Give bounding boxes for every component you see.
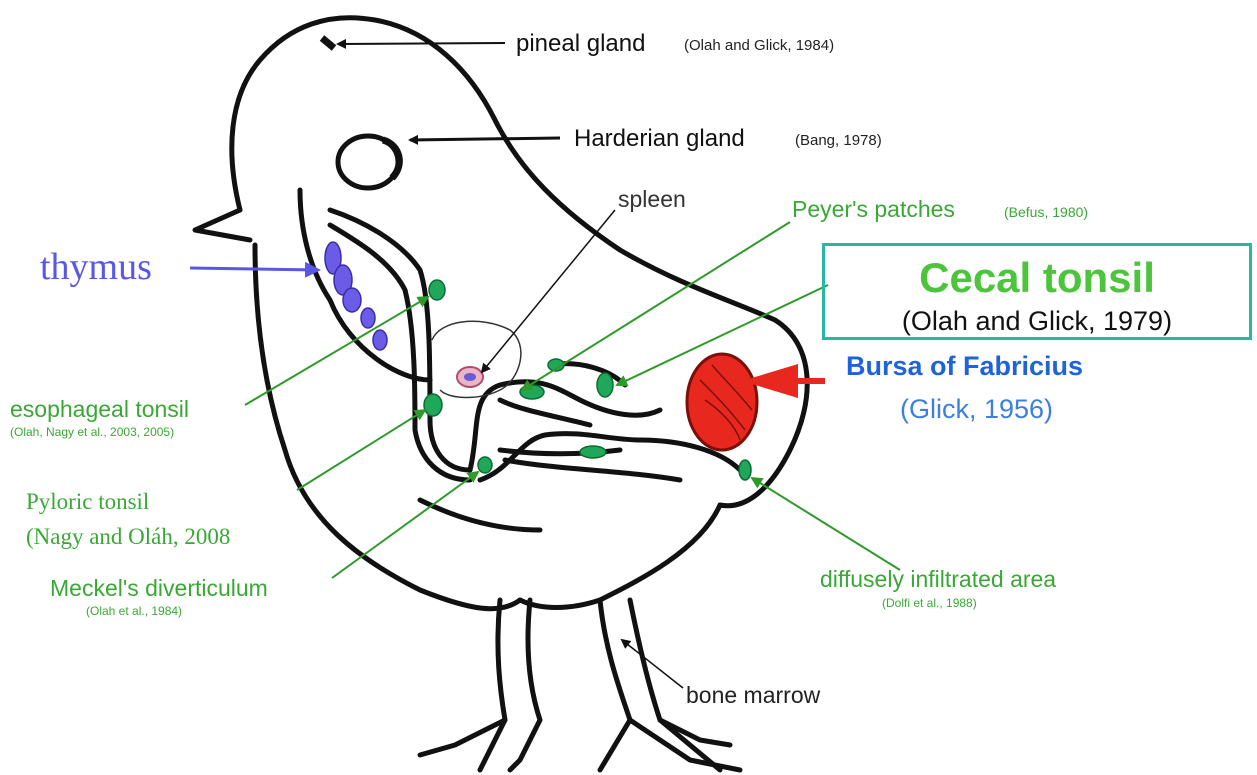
harderian-gland-mark [383, 140, 399, 178]
cecal-tonsil-citation: (Olah and Glick, 1979) [825, 306, 1249, 337]
pyloric-tonsil-citation: (Nagy and Oláh, 2008 [26, 525, 230, 548]
spleen-label: spleen [618, 188, 686, 211]
harderian-gland-citation: (Bang, 1978) [795, 133, 882, 148]
thymus-label: thymus [40, 248, 152, 286]
bursa-label: Bursa of Fabricius [846, 353, 1083, 380]
harderian-gland-label: Harderian gland [574, 127, 745, 151]
spleen-mark [457, 367, 483, 387]
bone-marrow-label: bone marrow [686, 684, 820, 707]
meckels-diverticulum-label: Meckel's diverticulum [50, 577, 268, 600]
esophageal-tonsil-citation: (Olah, Nagy et al., 2003, 2005) [10, 426, 174, 438]
meckels-diverticulum-citation: (Olah et al., 1984) [86, 605, 182, 617]
pineal-gland-label: pineal gland [516, 32, 645, 56]
pineal-gland-citation: (Olah and Glick, 1984) [684, 38, 834, 53]
bursa-citation: (Glick, 1956) [900, 396, 1053, 423]
pineal-gland-mark [322, 38, 334, 48]
cecal-tonsil-label: Cecal tonsil [825, 254, 1249, 302]
peyers-patches-citation: (Befus, 1980) [1004, 205, 1088, 219]
pyloric-tonsil-label: Pyloric tonsil [26, 490, 149, 513]
cecal-tonsil-box: Cecal tonsil (Olah and Glick, 1979) [822, 243, 1252, 340]
esophageal-tonsil-label: esophageal tonsil [10, 398, 189, 421]
digestive-tract [330, 210, 740, 480]
thymus-arrow [190, 268, 318, 270]
peyers-patches-label: Peyer's patches [792, 198, 955, 221]
bursa-mark [687, 354, 757, 450]
diffusely-infiltrated-citation: (Dolfi et al., 1988) [882, 597, 977, 609]
diffusely-infiltrated-label: diffusely infiltrated area [820, 568, 1056, 591]
